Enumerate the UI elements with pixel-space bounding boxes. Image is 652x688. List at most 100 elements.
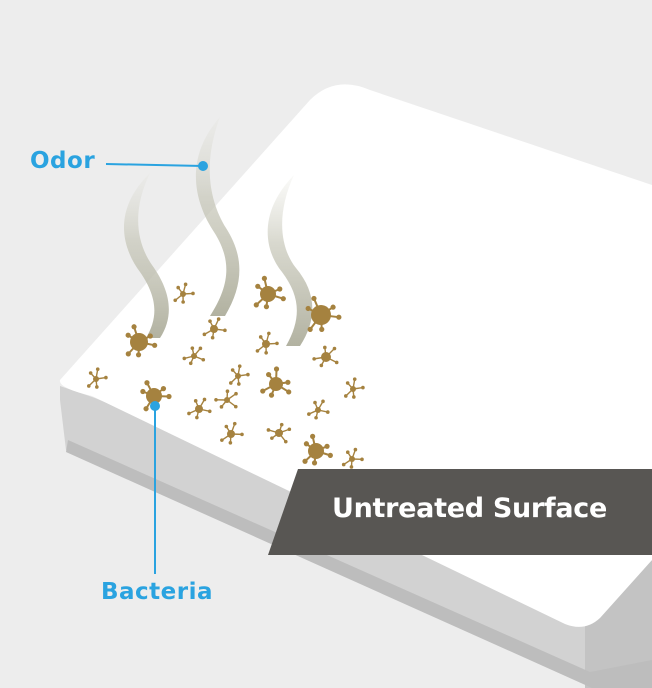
bacteria-microbe-icon	[214, 389, 238, 409]
bacteria-microbe-icon	[125, 324, 158, 358]
bacteria-arm-tip	[327, 452, 333, 458]
bacteria-microbe-icon	[266, 422, 292, 444]
bacteria-microbe-icon	[344, 377, 365, 399]
bacteria-arm-tip	[341, 462, 346, 467]
bacteria-arm-tip	[283, 439, 288, 444]
bacteria-microbe-icon	[253, 275, 286, 310]
bacteria-arm-tip	[255, 349, 260, 353]
bacteria-arm-tip	[360, 457, 364, 462]
bacteria-arm-tip	[349, 465, 354, 469]
bacteria-arm-tip	[87, 384, 91, 388]
bacteria-arm-tip	[321, 399, 325, 404]
bacteria-arm-tip	[104, 375, 108, 380]
bacteria-arm-tip	[193, 399, 198, 403]
bacteria-arm-tip	[264, 350, 268, 355]
bacteria-arm-tip	[311, 460, 318, 466]
bacteria-arm-tip	[345, 381, 350, 385]
bacteria-arm-tip	[313, 400, 317, 405]
bacteria-arm-tip	[324, 443, 330, 449]
bacteria-arm-tip	[303, 441, 310, 447]
bacteria-body	[350, 386, 356, 392]
bacteria-callout-dot	[150, 401, 160, 411]
bacteria-body	[349, 456, 355, 462]
bacteria-microbe-icon	[220, 421, 244, 445]
bacteria-body	[146, 388, 162, 404]
bacteria-body	[308, 443, 324, 459]
bacteria-arm-tip	[323, 345, 327, 350]
slab-front-side	[585, 560, 652, 688]
bacteria-arm-tip	[191, 291, 195, 296]
bacteria-arm-tip	[332, 346, 337, 351]
bacteria-arm-tip	[230, 368, 235, 372]
bacteria-arm-tip	[125, 351, 131, 357]
bacteria-arm-tip	[131, 324, 137, 330]
odor-wisp-icon	[124, 173, 169, 338]
bacteria-body	[180, 291, 186, 297]
bacteria-arm-tip	[188, 361, 193, 366]
bacteria-arm-tip	[237, 364, 242, 368]
bacteria-body	[227, 430, 235, 438]
bacteria-arm-tip	[195, 415, 199, 420]
bacteria-body	[224, 397, 230, 403]
bacteria-arm-tip	[233, 404, 238, 409]
bacteria-arm-tip	[273, 366, 280, 372]
bacteria-arm-tip	[210, 335, 215, 340]
bacteria-arm-tip	[237, 382, 241, 386]
bacteria-arm-tip	[344, 394, 348, 398]
bacteria-body	[269, 377, 283, 391]
bacteria-arm-tip	[202, 332, 207, 337]
bacteria-arm-tip	[286, 389, 292, 395]
bacteria-arm-tip	[234, 391, 238, 396]
bacteria-arm-tip	[246, 372, 250, 377]
bacteria-arm-tip	[266, 428, 271, 432]
bacteria-arm-tip	[214, 398, 218, 402]
bacteria-arm-tip	[253, 302, 259, 308]
bacteria-label: Bacteria	[101, 579, 214, 605]
odor-label: Odor	[30, 148, 96, 174]
bacteria-arm-tip	[95, 367, 100, 371]
bacteria-arm-tip	[207, 409, 212, 414]
bacteria-microbe-icon	[312, 345, 339, 368]
bacteria-arm-tip	[311, 295, 317, 302]
bacteria-arm-tip	[267, 331, 271, 336]
bacteria-body	[93, 376, 99, 382]
banner-title: Untreated Surface	[332, 493, 608, 524]
bacteria-arm-tip	[95, 385, 99, 389]
bacteria-arm-tip	[144, 380, 150, 386]
bacteria-arm-tip	[261, 275, 268, 282]
bacteria-arm-tip	[160, 386, 167, 392]
bacteria-arm-tip	[287, 427, 292, 432]
bacteria-arm-tip	[275, 341, 279, 346]
bacteria-arm-tip	[183, 282, 188, 287]
odor-callout-dot	[198, 161, 208, 171]
bacteria-microbe-icon	[202, 317, 227, 340]
bacteria-arm-tip	[277, 286, 283, 292]
bacteria-arm-tip	[202, 397, 207, 402]
bacteria-arm-tip	[88, 371, 93, 375]
untreated-surface-banner	[268, 469, 652, 555]
bacteria-arm-tip	[225, 389, 230, 394]
bacteria-arm-tip	[176, 285, 180, 290]
bacteria-arm-tip	[334, 360, 339, 365]
bacteria-arm-tip	[140, 388, 146, 395]
bacteria-arm-tip	[229, 381, 233, 385]
bacteria-arm-tip	[270, 436, 274, 440]
bacteria-microbe-icon	[260, 366, 292, 398]
odor-callout-line	[105, 163, 204, 167]
bacteria-arm-tip	[166, 393, 172, 400]
bacteria-body	[321, 352, 331, 362]
bacteria-cluster	[87, 275, 365, 469]
odor-callout	[105, 161, 208, 171]
bacteria-arm-tip	[305, 305, 311, 312]
bacteria-arm-tip	[310, 433, 316, 439]
bacteria-arm-tip	[255, 283, 261, 289]
bacteria-arm-tip	[181, 300, 185, 304]
bacteria-microbe-icon	[307, 399, 330, 420]
bacteria-arm-tip	[336, 314, 342, 320]
bacteria-arm-tip	[263, 304, 270, 310]
bacteria-arm-tip	[325, 410, 330, 414]
bacteria-arm-tip	[312, 357, 316, 361]
odor-wisp-icon	[267, 175, 313, 346]
bacteria-body	[311, 305, 331, 325]
